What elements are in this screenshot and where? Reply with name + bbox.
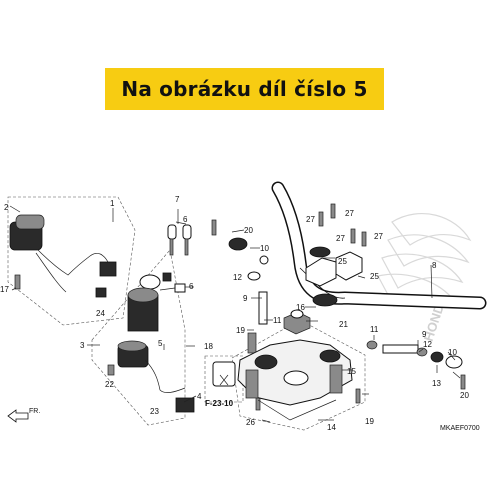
callout-21: 21 (339, 320, 348, 329)
callout-10a: 10 (260, 244, 269, 253)
honda-wing-watermark: HONDA (377, 213, 472, 343)
reference-label: F-23-10 (205, 399, 234, 408)
reference-box: F-23-10 (204, 355, 244, 408)
callout-27b: 27 (345, 209, 354, 218)
callout-3: 3 (80, 341, 85, 350)
callout-6a: 6 (183, 215, 188, 224)
part-number-banner: Na obrázku díl číslo 5 (105, 68, 384, 110)
callout-13: 13 (432, 379, 441, 388)
front-arrow-label: FR. (29, 408, 40, 415)
callout-2: 2 (4, 203, 9, 212)
callout-9a: 9 (243, 294, 248, 303)
front-direction-indicator: FR. (7, 408, 40, 423)
callout-12b: 12 (423, 340, 432, 349)
callout-16: 16 (296, 303, 305, 312)
callout-19a: 19 (236, 326, 245, 335)
holders (228, 237, 463, 369)
callout-25a: 25 (338, 257, 347, 266)
callout-20a: 20 (244, 226, 253, 235)
callout-4: 4 (197, 392, 202, 401)
top-bridge (237, 339, 353, 421)
switch-assembly-outline (7, 196, 136, 326)
callout-26: 26 (246, 418, 255, 427)
banner-text: Na obrázku díl číslo 5 (121, 77, 368, 101)
leader-lines (9, 205, 461, 423)
callout-11b: 11 (370, 325, 379, 334)
bolts (14, 203, 466, 411)
callout-14: 14 (327, 423, 336, 432)
callout-24: 24 (96, 309, 105, 318)
callout-20b: 20 (460, 391, 469, 400)
callout-5: 5 (158, 339, 163, 348)
callout-15: 15 (347, 367, 356, 376)
handlebar-switch (9, 214, 117, 298)
callout-6b: 6 (189, 282, 194, 291)
callout-27d: 27 (374, 232, 383, 241)
callout-23: 23 (150, 407, 159, 416)
callout-12a: 12 (233, 273, 242, 282)
callout-18: 18 (204, 342, 213, 351)
item-5-assembly (107, 340, 195, 413)
keys (167, 224, 192, 256)
callout-8: 8 (432, 261, 437, 270)
ignition-assembly-outline (91, 249, 186, 426)
callout-22: 22 (105, 380, 114, 389)
callout-9b: 9 (422, 330, 427, 339)
callout-1: 1 (110, 199, 115, 208)
callout-10b: 10 (448, 348, 457, 357)
callout-11a: 11 (273, 316, 282, 325)
callout-27a: 27 (306, 215, 315, 224)
ignition-switch (127, 274, 186, 332)
diagram-code: MKAEF0700 (440, 425, 480, 432)
callout-labels: 1 2 3 4 5 6 6 7 8 9 9 10 10 11 11 12 12 … (0, 195, 469, 432)
callout-25b: 25 (370, 272, 379, 281)
callout-17: 17 (0, 285, 9, 294)
callout-7: 7 (175, 195, 180, 204)
callout-27c: 27 (336, 234, 345, 243)
callout-19b: 19 (365, 417, 374, 426)
